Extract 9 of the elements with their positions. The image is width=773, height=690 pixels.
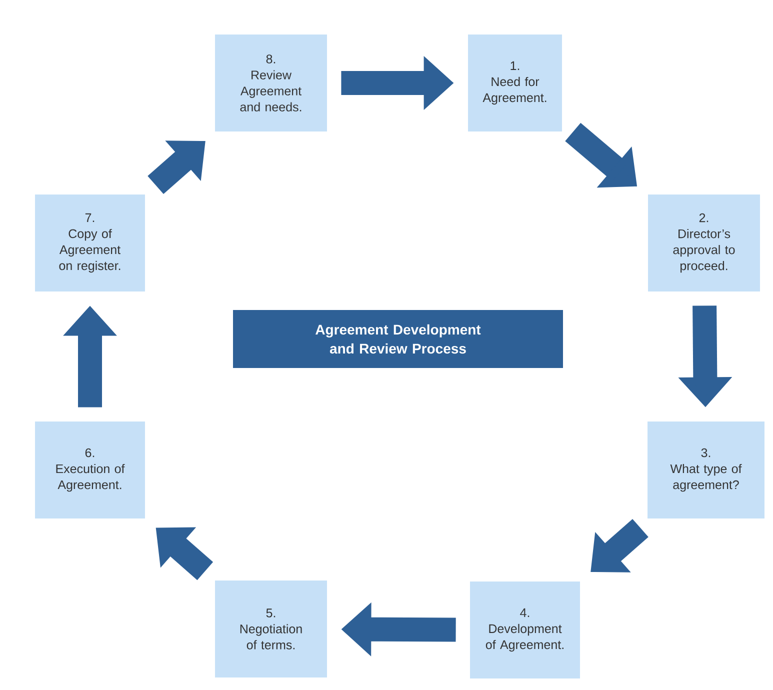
step-box: 4. Development of Agreement.: [470, 582, 580, 678]
step-box: 6. Execution of Agreement.: [35, 422, 145, 518]
step-box: 8. Review Agreement and needs.: [215, 34, 327, 132]
title-box: Agreement Development and Review Process: [233, 310, 563, 368]
step-box: 1. Need for Agreement.: [468, 34, 562, 132]
step-box: 2. Director’s approval to proceed.: [648, 194, 760, 292]
step-box: 5. Negotiation of terms.: [215, 580, 327, 678]
step-box: 3. What type of agreement?: [648, 422, 764, 518]
step-box: 7. Copy of Agreement on register.: [35, 194, 145, 292]
